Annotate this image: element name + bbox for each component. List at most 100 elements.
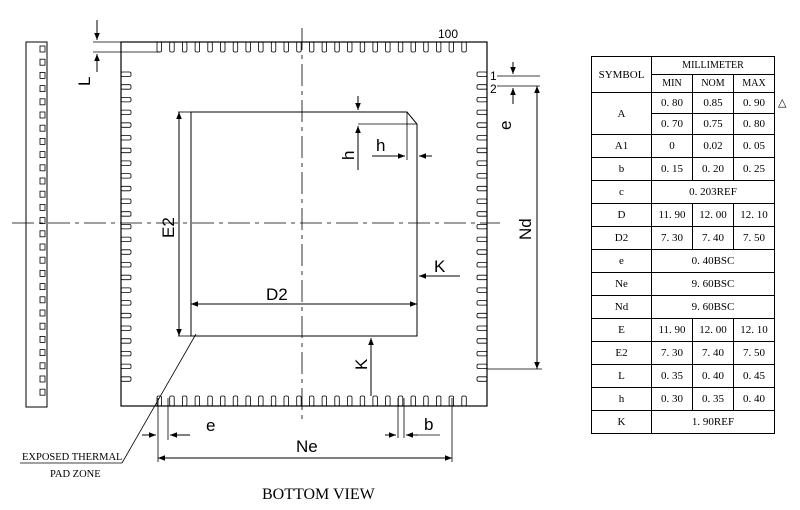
callout-line-1: EXPOSED THERMAL <box>22 452 122 463</box>
side-pad <box>39 322 46 330</box>
side-pad <box>39 164 46 172</box>
terminal-pad <box>476 236 488 243</box>
package-outline <box>120 41 488 407</box>
terminal-pad <box>245 41 251 53</box>
unit-header: MILLIMETER <box>651 56 775 75</box>
row-symbol: Ne <box>591 272 652 296</box>
terminal-pad <box>308 41 315 53</box>
terminal-pad <box>120 338 132 344</box>
terminal-pad <box>220 41 226 53</box>
b-label: b <box>424 415 433 434</box>
terminal-pad <box>476 97 488 103</box>
terminal-pad <box>476 198 488 204</box>
side-pad <box>39 190 46 198</box>
col-nom: NOM <box>692 74 734 93</box>
row-value-min: 0. 35 <box>651 364 693 388</box>
terminal-pad <box>476 363 488 370</box>
thermal-pad-outline <box>190 111 418 337</box>
e-bottom-label: e <box>206 416 215 435</box>
row-symbol: A <box>591 92 652 135</box>
terminal-pad <box>258 41 264 53</box>
K-bottom-label: K <box>352 358 371 370</box>
terminal-pad <box>461 41 467 53</box>
pin-2-label: 2 <box>490 82 497 96</box>
side-view-pads <box>39 45 46 396</box>
terminal-pad <box>334 395 340 407</box>
side-pad <box>39 203 46 211</box>
dimension-h: h h <box>339 96 432 170</box>
L-label: L <box>75 77 94 86</box>
row-value-max: 0. 80 <box>733 113 775 135</box>
terminal-pad <box>476 312 488 319</box>
thermal-pad-callout: EXPOSED THERMAL PAD ZONE <box>20 333 197 480</box>
row-value-max: 7. 50 <box>733 341 775 365</box>
terminal-pad <box>120 287 132 293</box>
e-right-label: e <box>496 121 515 130</box>
row-value-span: 0. 203REF <box>651 180 775 204</box>
terminal-pad <box>423 41 429 53</box>
dimension-e-right: e <box>496 62 540 130</box>
terminal-pad <box>120 376 132 382</box>
side-pad <box>39 177 46 185</box>
terminal-pad <box>120 71 132 77</box>
Nd-label: Nd <box>516 218 535 240</box>
dimension-K-right: K <box>419 257 460 279</box>
row-value-max: 0. 05 <box>733 134 775 158</box>
terminal-pad <box>476 249 488 255</box>
side-pad <box>39 58 46 66</box>
side-pad <box>39 256 46 264</box>
side-view <box>25 41 48 408</box>
row-value-nom: 7. 40 <box>692 226 734 250</box>
side-pad <box>39 388 46 396</box>
row-value-nom: 0. 20 <box>692 157 734 181</box>
h-vertical-label: h <box>339 151 358 160</box>
terminal-pad <box>476 160 488 166</box>
terminal-pad <box>120 198 132 204</box>
terminal-pad <box>296 395 302 407</box>
E2-label: E2 <box>159 217 178 238</box>
row-symbol: E <box>591 318 652 342</box>
terminal-pad <box>120 147 132 154</box>
side-pad <box>39 296 46 304</box>
terminal-pad <box>410 395 416 407</box>
side-pad <box>39 151 46 159</box>
terminal-pad <box>120 160 132 166</box>
terminal-pad <box>120 300 132 306</box>
dimension-E2: E2 <box>159 112 182 336</box>
row-value-min: 0. 15 <box>651 157 693 181</box>
dimension-K-bottom: K <box>352 338 374 396</box>
terminal-pad <box>120 312 132 319</box>
terminal-pad <box>334 41 340 53</box>
terminal-pad <box>476 262 488 268</box>
row-value-max: 0. 45 <box>733 364 775 388</box>
terminal-pad <box>476 135 488 141</box>
side-pad <box>39 309 46 317</box>
side-pad <box>39 124 46 132</box>
terminal-pad <box>245 395 251 407</box>
terminal-pad <box>476 274 488 281</box>
h-horizontal-label: h <box>376 136 385 155</box>
row-symbol: L <box>591 364 652 388</box>
symbol-header: SYMBOL <box>591 56 652 93</box>
terminal-pad <box>120 84 132 90</box>
row-value-min: 11. 90 <box>651 203 693 227</box>
side-pad <box>39 137 46 145</box>
view-title: BOTTOM VIEW <box>262 486 376 503</box>
terminal-pad <box>156 41 162 53</box>
terminal-pad <box>476 185 488 192</box>
terminal-pad <box>232 41 239 53</box>
side-pad <box>39 217 46 225</box>
col-max: MAX <box>733 74 775 93</box>
row-value-nom: 12. 00 <box>692 318 734 342</box>
row-symbol: D <box>591 203 652 227</box>
terminal-pad <box>435 41 442 53</box>
terminal-pad <box>120 325 132 331</box>
terminal-pad <box>476 223 488 230</box>
